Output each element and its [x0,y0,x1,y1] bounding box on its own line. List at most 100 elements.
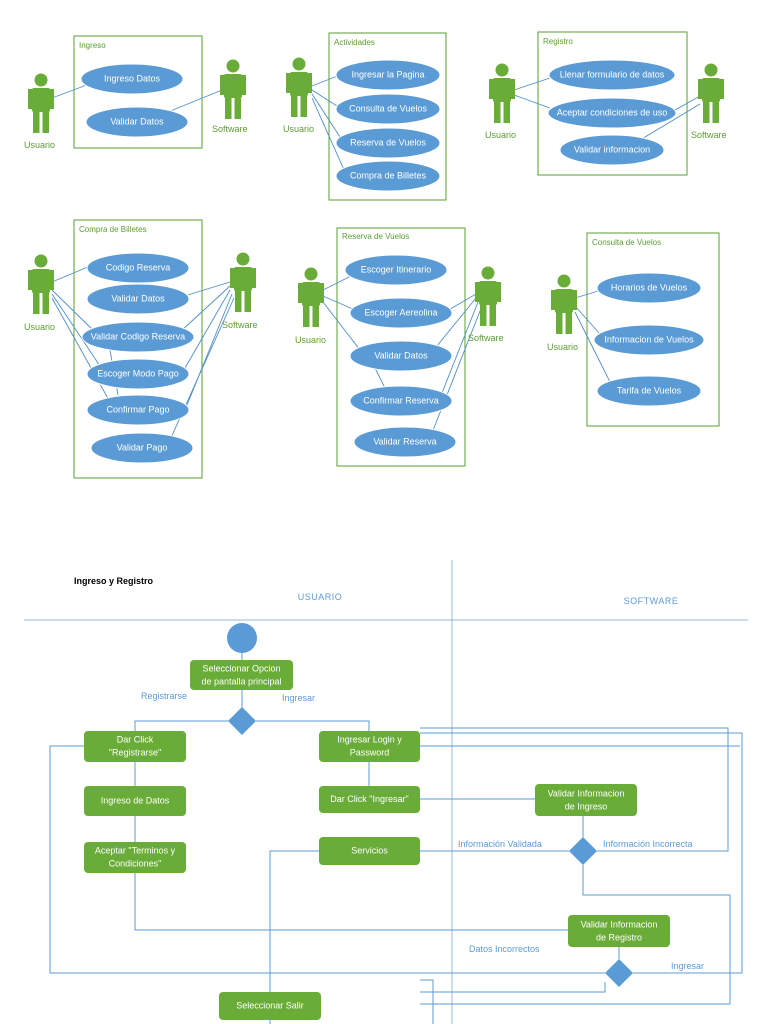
use-case [344,254,448,286]
use-case-label: Ingresar la Pagina [351,69,424,79]
use-case-label: Validar Pago [117,442,168,452]
usecase-diagram-compra: Compra de Billetes Usuario Software Codi… [24,219,258,479]
use-case [86,358,190,390]
guard-datos-incorrectos: Datos Incorrectos [469,944,540,954]
action-validate-register [568,915,670,947]
use-case [349,385,453,417]
flow-connectors [49,652,743,1024]
actor-software-icon [220,59,246,119]
use-case-label: Confirmar Reserva [363,395,439,405]
actor-usuario-icon [489,63,515,123]
usecase-diagram-ingreso: Ingreso Usuario Software Ingreso Datos V… [24,35,248,150]
action-enter-data [84,786,186,816]
use-case-label: Tarifa de Vuelos [617,385,682,395]
use-case-label: Validar Reserva [373,436,436,446]
guard-ingresar: Ingresar [282,693,315,703]
usecase-diagram-consulta: Consulta de Vuelos Usuario Horarios de V… [547,232,720,427]
use-case [85,106,189,138]
system-boundary [328,32,447,201]
lane-header-usuario: USUARIO [298,592,343,602]
use-case-label: Validar Datos [110,116,164,126]
initial-node [227,623,257,653]
use-case [335,160,441,192]
boundary-title: Consulta de Vuelos [592,238,661,247]
action-label: Password [350,747,390,757]
use-case [81,321,195,353]
use-case [548,59,676,91]
action-validate-login [535,784,637,816]
action-label: Seleccionar Salir [236,1000,304,1010]
use-case [353,426,457,458]
action-select-option [190,660,293,690]
use-case [86,283,190,315]
guard-ingresar-bottom: Ingresar [671,961,704,971]
actor-label: Usuario [24,322,55,332]
action-label: Ingresar Login y [337,734,402,744]
activity-title: Ingreso y Registro [74,576,154,586]
action-click-login [319,786,420,813]
boundary-title: Ingreso [79,41,106,50]
activity-diagram: Ingreso y Registro USUARIO SOFTWARE [24,560,748,1024]
use-case [596,272,702,304]
action-services [319,837,420,865]
use-case-label: Ingreso Datos [104,73,161,83]
actor-label: Usuario [547,342,578,352]
use-case-label: Validar Codigo Reserva [91,331,185,341]
actor-software-icon [698,63,724,123]
use-case-label: Horarios de Vuelos [611,282,688,292]
action-label: Condiciones" [109,858,162,868]
use-case-label: Consulta de Vuelos [349,103,427,113]
use-case [593,324,705,356]
actor-label: Usuario [283,124,314,134]
system-boundary [73,219,203,479]
action-accept-terms [84,842,186,873]
system-boundary [73,35,203,149]
action-label: de Registro [596,932,642,942]
action-enter-login [319,731,420,762]
actor-software-icon [230,252,256,312]
decision-node [228,707,256,735]
action-label: Ingreso de Datos [101,795,170,805]
action-label: Seleccionar Opcion [202,663,280,673]
lane-header-software: SOFTWARE [624,596,679,606]
decision-node [605,959,633,987]
action-label: Dar Click [117,734,154,744]
actor-usuario-icon [298,267,324,327]
use-case [335,59,441,91]
use-case [349,340,453,372]
use-case-label: Validar Datos [374,350,428,360]
use-case [335,127,441,159]
actor-usuario-icon [551,274,577,334]
boundary-title: Compra de Billetes [79,225,147,234]
guard-info-validada: Información Validada [458,839,542,849]
use-case [596,375,702,407]
decision-node [569,837,597,865]
action-label: de pantalla principal [201,676,281,686]
action-click-register [84,731,186,762]
actor-label: Usuario [485,130,516,140]
actor-label: Software [212,124,248,134]
action-select-exit [219,992,321,1020]
use-case-label: Validar informacion [574,144,650,154]
action-label: "Registrarse" [109,747,161,757]
actor-usuario-icon [286,57,312,117]
actor-label: Software [222,320,258,330]
use-case-label: Reserva de Vuelos [350,137,426,147]
use-case-label: Confirmar Pago [106,404,169,414]
use-case [90,432,194,464]
use-case-label: Aceptar condiciones de uso [557,107,668,117]
action-label: Servicios [351,845,388,855]
use-case [80,63,184,95]
use-case-label: Escoger Itinerario [361,264,432,274]
boundary-title: Reserva de Vuelos [342,232,409,241]
actor-usuario-icon [28,254,54,314]
system-boundary [336,227,466,467]
use-case-label: Escoger Modo Pago [97,368,179,378]
use-case [86,252,190,284]
use-case [86,394,190,426]
system-boundary [586,232,720,427]
action-label: Aceptar "Terminos y [95,845,176,855]
boundary-title: Actividades [334,38,375,47]
action-label: Validar Informacion [548,788,625,798]
